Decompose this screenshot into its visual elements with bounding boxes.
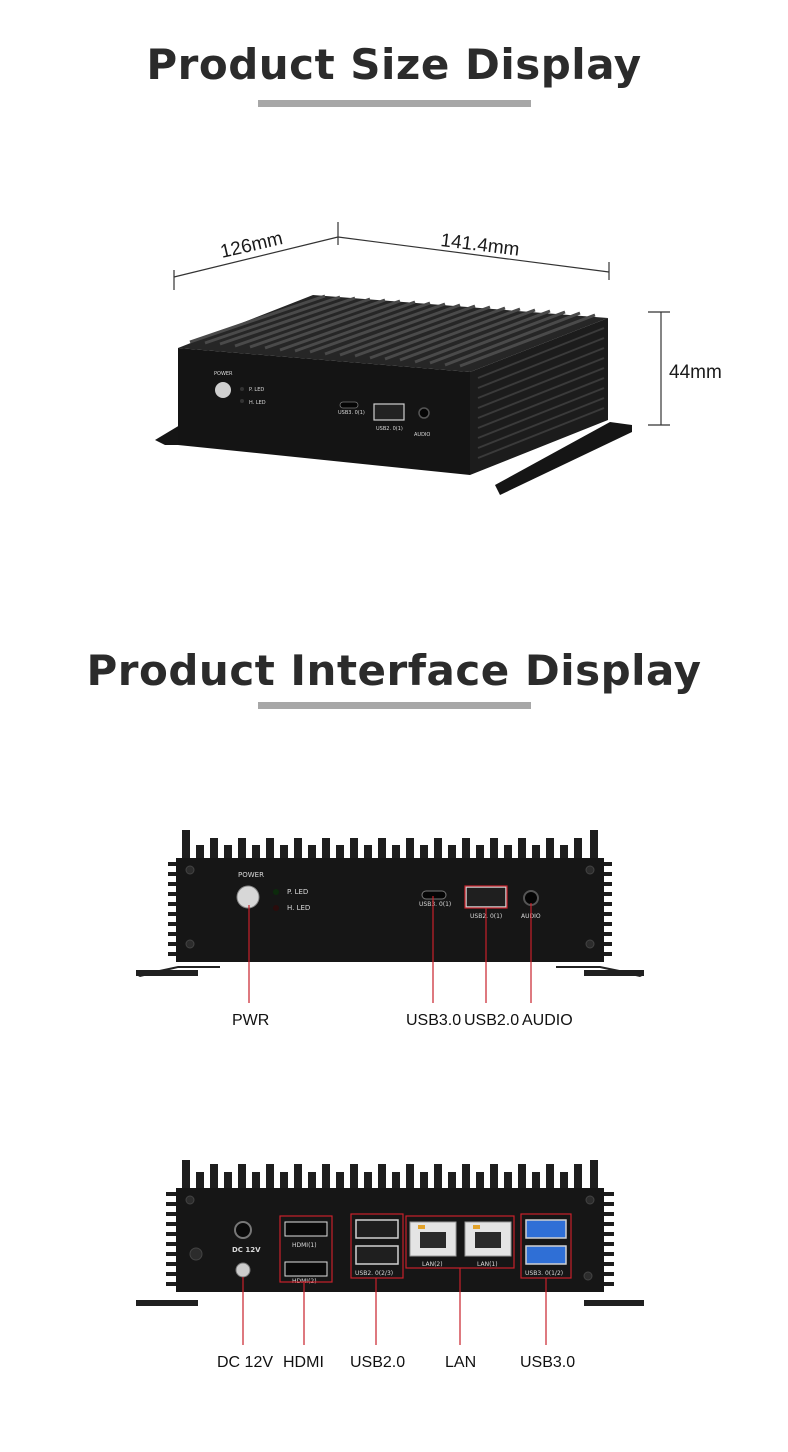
rear-usb2-port-a: [355, 1219, 399, 1239]
hdmi-port-2: [284, 1261, 328, 1277]
audio-front-callout: AUDIO: [522, 1012, 573, 1029]
hdmi-port-1: [284, 1221, 328, 1237]
usb2-rear-callout: USB2.0: [350, 1354, 405, 1371]
usb3-rear-callout: USB3.0: [520, 1354, 575, 1371]
size-audio-jack: [418, 407, 430, 419]
front-h-led: [273, 905, 279, 911]
rear-fins: [182, 1160, 598, 1190]
front-power-button: [236, 885, 260, 909]
lan-port-1-socket: [475, 1232, 501, 1248]
front-usb-a-port: [465, 886, 507, 908]
front-fins: [182, 830, 598, 860]
chassis-side: [470, 318, 608, 475]
front-callout-lines: [248, 885, 532, 1003]
rear-hdmi1-label: HDMI(1): [292, 1242, 317, 1249]
lan-port-2-led: [418, 1225, 425, 1229]
power-button: [215, 382, 231, 398]
size-audio-label: AUDIO: [414, 432, 430, 438]
size-heading-underline: [258, 100, 531, 107]
rear-screws: [185, 1195, 595, 1281]
front-p-led: [273, 889, 279, 895]
interface-section-heading: Product Interface Display: [86, 646, 702, 695]
rear-usb2-port-b: [355, 1245, 399, 1265]
front-left-foot: [136, 970, 198, 976]
front-chassis-body: [176, 858, 604, 962]
lan-port-2-socket: [420, 1232, 446, 1248]
side-heatsink-fins: [477, 327, 605, 459]
rear-lan1-label: LAN(1): [477, 1261, 498, 1268]
front-screws: [185, 865, 595, 949]
pwr-callout: PWR: [232, 1012, 269, 1029]
size-usb-a-port: [373, 403, 405, 421]
front-side-fins: [168, 862, 612, 956]
ground-screw: [235, 1262, 251, 1278]
lan-port-1-led: [473, 1225, 480, 1229]
rear-usb2-label: USB2. 0(2/3): [355, 1270, 393, 1277]
front-usb-c-port: [421, 890, 447, 900]
size-usb3-label: USB3. 0(1): [338, 410, 365, 416]
usb3-front-callout: USB3.0: [406, 1012, 461, 1029]
size-pled-label: P. LED: [249, 387, 264, 393]
height-dimension: 44mm: [669, 362, 722, 383]
size-usb2-label: USB2. 0(1): [376, 426, 403, 432]
h-led: [240, 399, 244, 403]
hdmi-callout: HDMI: [283, 1354, 324, 1371]
front-hled-label: H. LED: [287, 904, 310, 912]
dc-callout: DC 12V: [217, 1354, 273, 1371]
rear-usb3-port-b: [525, 1245, 567, 1265]
front-pled-label: P. LED: [287, 888, 308, 896]
size-section-heading: Product Size Display: [146, 40, 642, 89]
interface-heading-underline: [258, 702, 531, 709]
p-led: [240, 387, 244, 391]
rear-left-foot: [136, 1300, 198, 1306]
chassis-front: [178, 348, 470, 475]
size-power-label: POWER: [214, 371, 233, 377]
size-hled-label: H. LED: [249, 400, 266, 406]
right-mounting-flange: [495, 422, 632, 495]
front-right-foot: [584, 970, 644, 976]
front-usb3-label: USB3. 0(1): [419, 901, 451, 908]
rear-right-foot: [584, 1300, 644, 1306]
usb2-front-callout: USB2.0: [464, 1012, 519, 1029]
size-diagram: 126mm 141.4mm 44mm: [155, 222, 722, 495]
dimension-lines: [173, 222, 670, 426]
rear-usb3-label: USB3. 0(1/2): [525, 1270, 563, 1277]
rear-callout-lines: [242, 1213, 572, 1345]
size-usb-c-port: [339, 401, 359, 409]
rear-lan2-label: LAN(2): [422, 1261, 443, 1268]
rear-side-fins: [166, 1192, 614, 1286]
rear-dc-label: DC 12V: [232, 1246, 261, 1254]
front-power-label: POWER: [238, 871, 264, 879]
dc-jack: [234, 1221, 252, 1239]
top-heatsink-fins: [189, 294, 596, 368]
rear-usb3-port-a: [525, 1219, 567, 1239]
lan-callout: LAN: [445, 1354, 476, 1371]
